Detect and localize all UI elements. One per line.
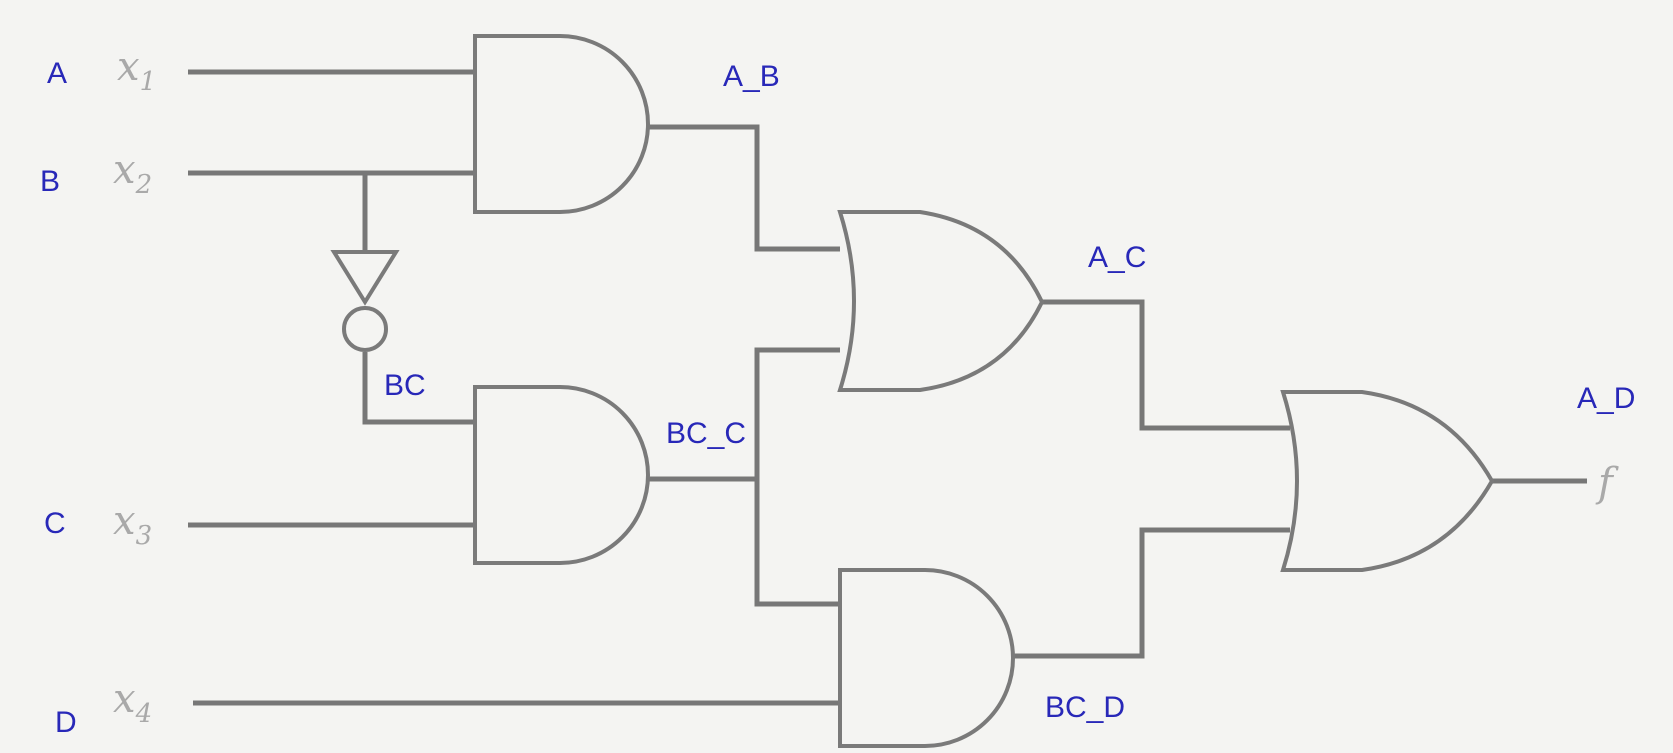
gates: [330, 34, 1495, 748]
and-gate-3: [838, 568, 1015, 748]
inverter-bubble: [342, 306, 388, 352]
or-gate-2: [1280, 390, 1495, 572]
input-variables: x1 x2 x3 x4: [113, 44, 156, 729]
net-label-a-b: A_B: [723, 60, 780, 93]
wire-bc-c: [754, 347, 840, 607]
input-label-b: B: [40, 165, 60, 198]
wires: [188, 69, 1587, 706]
variable-x2: x2: [113, 147, 152, 200]
net-label-bc: BC: [384, 369, 426, 402]
variable-x3: x3: [113, 498, 152, 551]
wire-a-c: [1040, 299, 1290, 431]
net-label-a-c: A_C: [1088, 241, 1146, 274]
output-variable-f: f: [1595, 460, 1619, 506]
inverter-triangle: [330, 250, 400, 306]
or-gate-1: [837, 210, 1045, 392]
input-label-a: A: [47, 57, 67, 90]
net-labels: A_B BC BC_C A_C BC_D A_D: [384, 60, 1635, 724]
net-label-bc-d: BC_D: [1045, 691, 1125, 724]
net-label-a-d: A_D: [1577, 382, 1635, 415]
inverter: [330, 250, 400, 352]
and-gate-1: [473, 34, 650, 214]
input-labels: A B C D: [40, 57, 77, 739]
net-label-bc-c: BC_C: [666, 417, 746, 450]
and-gate-2: [473, 385, 650, 565]
wire-bc-d: [1013, 527, 1290, 659]
variable-x4: x4: [113, 676, 152, 729]
variable-x1: x1: [117, 44, 156, 97]
input-label-d: D: [55, 706, 77, 739]
wire-inverter-to-and2: [362, 352, 475, 425]
input-label-c: C: [44, 507, 66, 540]
wire-a-b: [648, 124, 840, 252]
